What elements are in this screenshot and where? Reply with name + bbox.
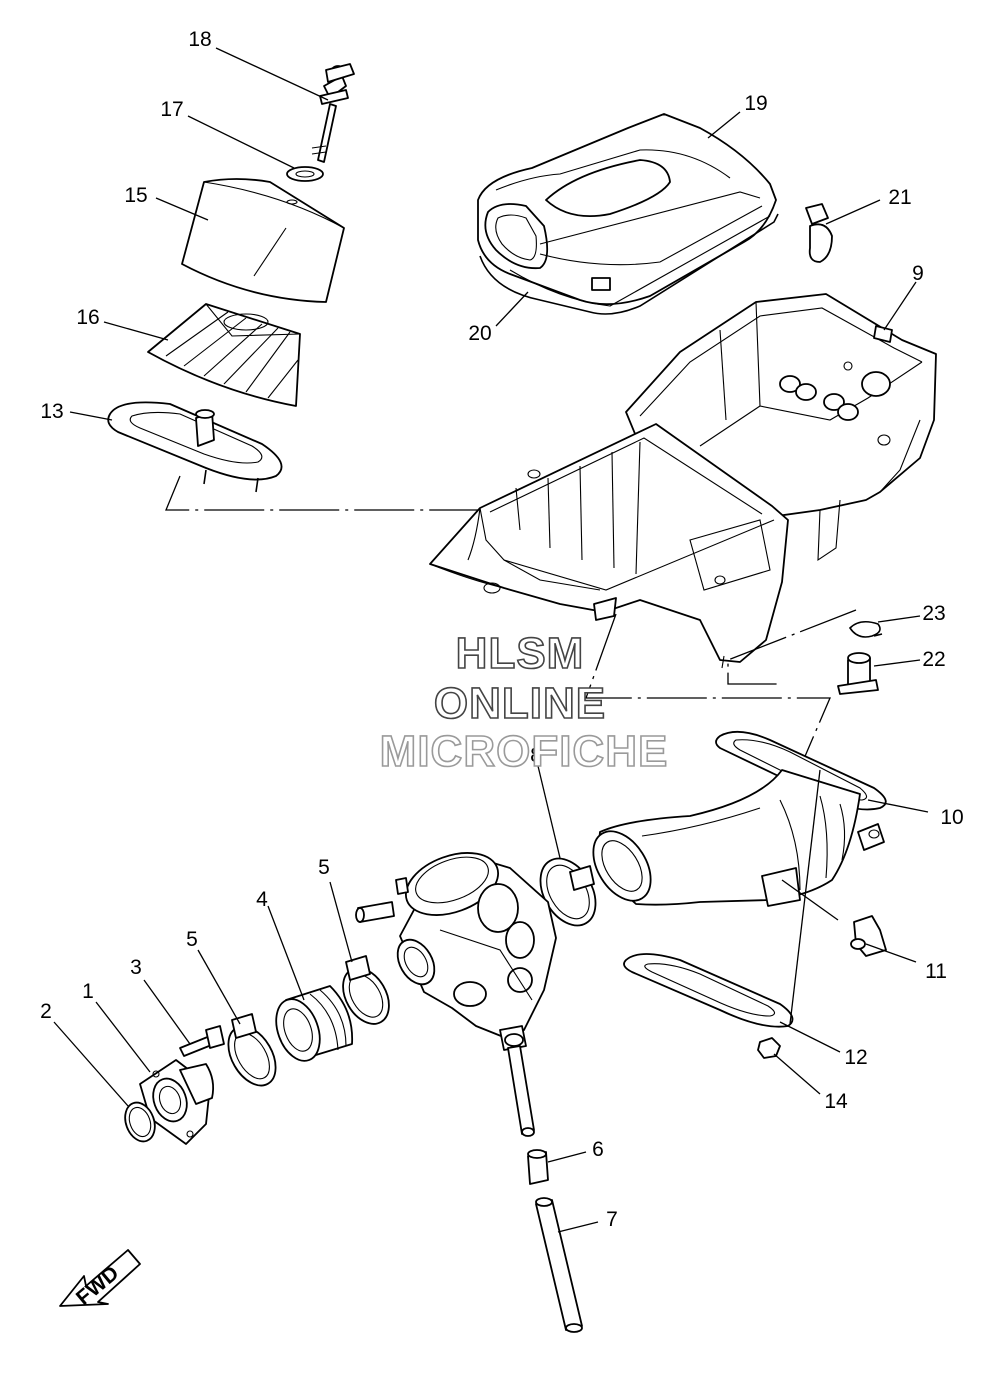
callout-11: 11 xyxy=(925,960,947,983)
callout-14: 14 xyxy=(824,1090,848,1113)
part-11-elbow xyxy=(850,915,887,957)
part-21-clip xyxy=(805,203,833,263)
drain-tube xyxy=(507,1045,535,1137)
watermark-line-2: ONLINE xyxy=(434,679,606,728)
callout-6: 6 xyxy=(592,1138,604,1161)
callout-8: 8 xyxy=(530,744,542,767)
callout-17: 17 xyxy=(160,98,183,121)
callout-3: 3 xyxy=(130,956,142,979)
part-6-fitting xyxy=(527,1149,549,1185)
part-20-cover-seal xyxy=(479,213,779,315)
callout-numbers: 18 17 15 16 13 19 20 21 9 23 22 8 10 11 … xyxy=(40,28,964,1231)
assembly-line-10 xyxy=(585,613,831,769)
part-3-bolt xyxy=(179,1025,225,1057)
callout-23: 23 xyxy=(922,602,945,625)
callout-7: 7 xyxy=(606,1208,618,1231)
watermark-line-3: MICROFICHE xyxy=(380,727,669,776)
carburetor xyxy=(355,852,557,1051)
part-2-o-ring xyxy=(124,1101,156,1143)
leader-lines xyxy=(53,47,929,1233)
callout-1: 1 xyxy=(82,980,94,1003)
part-5-clamp-lower xyxy=(227,1013,277,1087)
part-10-intake-joint xyxy=(592,730,887,907)
part-8-clamp xyxy=(539,857,597,927)
watermark: HLSM ONLINE MICROFICHE xyxy=(379,628,669,777)
part-17-washer xyxy=(286,166,324,182)
part-7-hose xyxy=(535,1197,583,1333)
callout-22: 22 xyxy=(922,648,945,671)
callout-21: 21 xyxy=(888,186,911,209)
callout-20: 20 xyxy=(468,322,491,345)
callout-10: 10 xyxy=(940,806,963,829)
callout-2: 2 xyxy=(40,1000,52,1023)
part-22-hose-joint xyxy=(837,652,879,695)
callout-16: 16 xyxy=(76,306,99,329)
fwd-direction-arrow: FWD xyxy=(59,1249,141,1310)
part-14-nut xyxy=(757,1037,781,1059)
assembly-line-22 xyxy=(727,609,857,685)
callout-18: 18 xyxy=(188,28,211,51)
part-9-airbox-case xyxy=(429,293,937,669)
callout-9: 9 xyxy=(912,262,924,285)
callout-13: 13 xyxy=(40,400,63,423)
watermark-line-1: HLSM xyxy=(456,629,585,678)
callout-5-lower: 5 xyxy=(186,928,198,951)
callout-12: 12 xyxy=(844,1046,867,1069)
part-4-carb-joint xyxy=(275,985,354,1062)
part-16-filter-cage xyxy=(147,303,301,407)
callout-19: 19 xyxy=(744,92,767,115)
part-12-gasket xyxy=(623,953,794,1028)
part-15-filter-element xyxy=(181,178,345,303)
part-18-bolt xyxy=(311,63,355,163)
part-13-base-plate xyxy=(107,401,283,493)
callout-4: 4 xyxy=(256,888,268,911)
part-19-airbox-cover xyxy=(477,113,777,307)
callout-5-upper: 5 xyxy=(318,856,330,879)
callout-15: 15 xyxy=(124,184,147,207)
part-23-spring-clip xyxy=(848,620,883,638)
part-1-intake-manifold xyxy=(139,1059,215,1145)
